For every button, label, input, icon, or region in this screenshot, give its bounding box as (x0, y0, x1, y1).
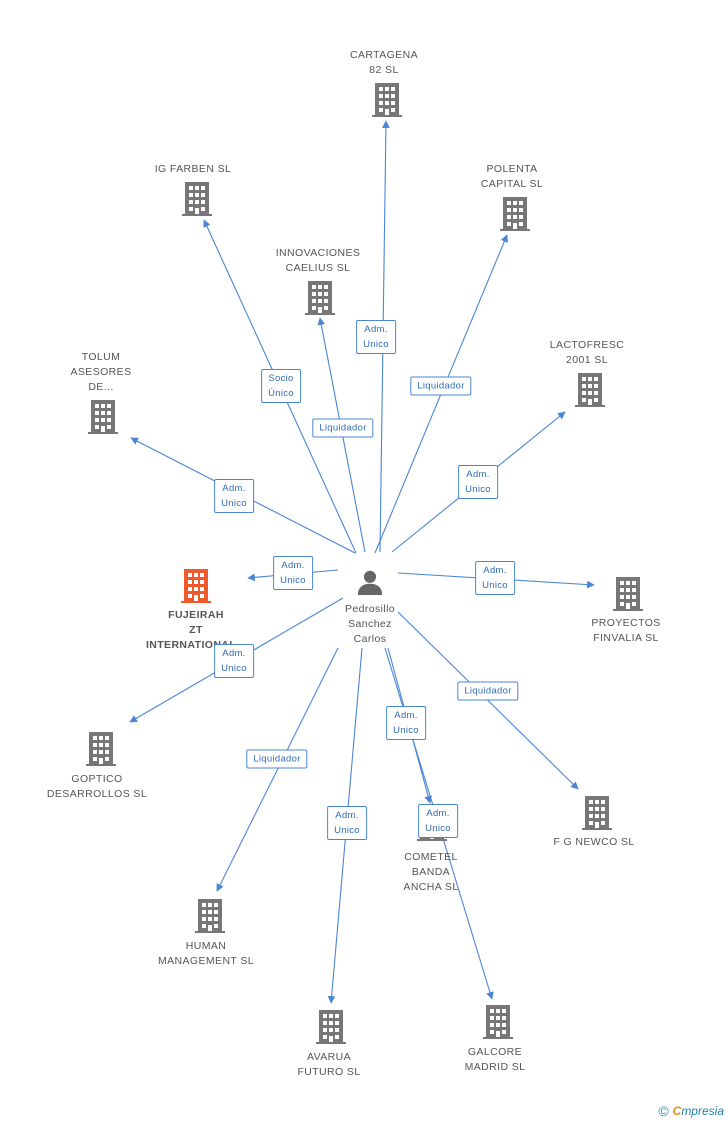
role-tag-polenta[interactable]: Liquidador (410, 376, 472, 396)
role-tag-innovaciones[interactable]: Liquidador (312, 418, 374, 438)
building-icon-galcore[interactable] (483, 1005, 513, 1039)
building-icon-tolum[interactable] (88, 400, 118, 434)
company-label-innovaciones[interactable]: INNOVACIONES CAELIUS SL (275, 247, 361, 274)
role-tag-lactofresc[interactable]: Adm. Unico (458, 465, 498, 499)
company-label-tolum[interactable]: TOLUM ASESORES DE... (70, 351, 132, 393)
role-tag-goptico[interactable]: Adm. Unico (214, 644, 254, 678)
building-icon-proyectos[interactable] (613, 577, 643, 611)
person-icon[interactable] (357, 570, 383, 595)
role-tag-human[interactable]: Liquidador (246, 749, 308, 769)
brand-initial: C (672, 1104, 682, 1118)
role-tag-fujeirah[interactable]: Adm. Unico (273, 556, 313, 590)
role-tag-galcore[interactable]: Adm. Unico (418, 804, 458, 838)
company-label-galcore[interactable]: GALCORE MADRID SL (464, 1046, 526, 1073)
building-icon-fujeirah[interactable] (181, 569, 211, 603)
edge-fgnewco (397, 611, 579, 790)
person-label[interactable]: Pedrosillo Sanchez Carlos (344, 603, 396, 645)
building-icon-fgnewco[interactable] (582, 796, 612, 830)
company-label-fgnewco[interactable]: F G NEWCO SL (553, 836, 635, 848)
building-icon-lactofresc[interactable] (575, 373, 605, 407)
role-tag-igfarben[interactable]: Socio Único (261, 369, 301, 403)
copyright-symbol: © (658, 1103, 669, 1119)
role-tag-avarua[interactable]: Adm. Unico (327, 806, 367, 840)
edge-human (216, 647, 339, 892)
company-label-polenta[interactable]: POLENTA CAPITAL SL (480, 163, 544, 190)
building-icon-polenta[interactable] (500, 197, 530, 231)
building-icon-avarua[interactable] (316, 1010, 346, 1044)
building-icon-human[interactable] (195, 899, 225, 933)
role-tag-tolum[interactable]: Adm. Unico (214, 479, 254, 513)
company-label-human[interactable]: HUMAN MANAGEMENT SL (157, 940, 255, 967)
role-tag-proyectos[interactable]: Adm. Unico (475, 561, 515, 595)
company-label-avarua[interactable]: AVARUA FUTURO SL (297, 1051, 361, 1078)
role-tag-fgnewco[interactable]: Liquidador (457, 681, 519, 701)
building-icon-igfarben[interactable] (182, 182, 212, 216)
company-label-proyectos[interactable]: PROYECTOS FINVALIA SL (591, 617, 661, 644)
footer-brand: © Cmpresia (658, 1103, 724, 1119)
role-tag-cometel[interactable]: Adm. Unico (386, 706, 426, 740)
company-label-goptico[interactable]: GOPTICO DESARROLLOS SL (46, 773, 148, 800)
building-icon-cartagena[interactable] (372, 83, 402, 117)
building-icon-goptico[interactable] (86, 732, 116, 766)
company-label-cometel[interactable]: COMETEL BANDA ANCHA SL (403, 851, 459, 893)
building-icon-innovaciones[interactable] (305, 281, 335, 315)
company-label-lactofresc[interactable]: LACTOFRESC 2001 SL (549, 339, 625, 366)
role-tag-cartagena[interactable]: Adm. Unico (356, 320, 396, 354)
company-label-igfarben[interactable]: IG FARBEN SL (154, 163, 232, 175)
company-label-cartagena[interactable]: CARTAGENA 82 SL (350, 49, 418, 76)
brand-name: mpresia (681, 1104, 724, 1118)
